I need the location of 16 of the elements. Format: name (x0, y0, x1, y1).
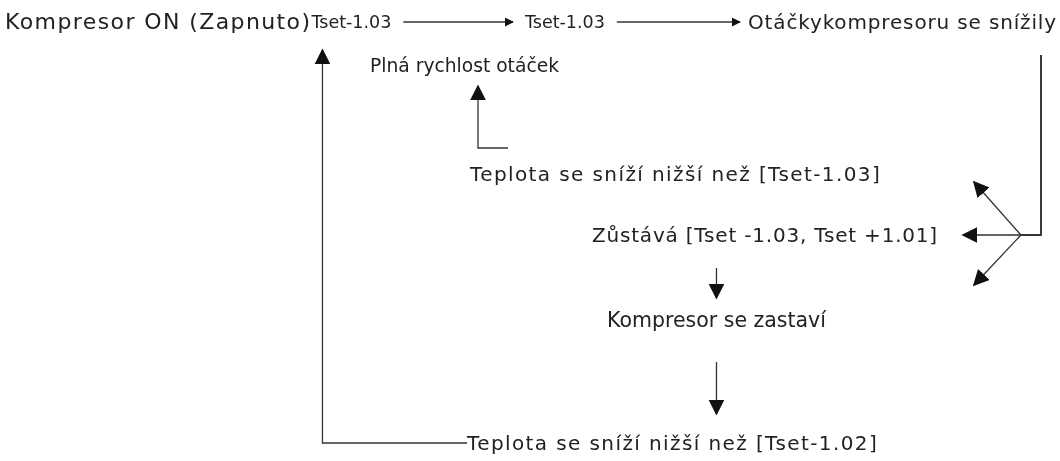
flow-step-text: Tset-1.03 (513, 10, 617, 34)
flow-step-text: Tset-1.03 (311, 10, 404, 50)
arrow (616, 17, 741, 27)
arrow (314, 48, 468, 444)
arrow (708, 267, 725, 300)
arrow (470, 84, 509, 149)
flow-step-text: Otáčkykompresoru se snížily (740, 10, 1057, 55)
flow-step-text: Teplota se sníží nižší než [Tset-1.03] (470, 148, 882, 186)
arrow (402, 17, 514, 27)
flow-step-text: Kompresor ON (Zapnuto) (5, 10, 312, 34)
flow-step-text: Kompresor se zastaví (607, 298, 826, 362)
arrow (972, 54, 1042, 287)
flow-step-text: Teplota se sníží nižší než [Tset-1.02] (467, 414, 879, 455)
flow-step-text: Zůstává [Tset -1.03, Tset +1.01] (592, 223, 963, 268)
flow-step-text: Plná rychlost otáček (370, 54, 559, 86)
arrow (708, 361, 725, 416)
